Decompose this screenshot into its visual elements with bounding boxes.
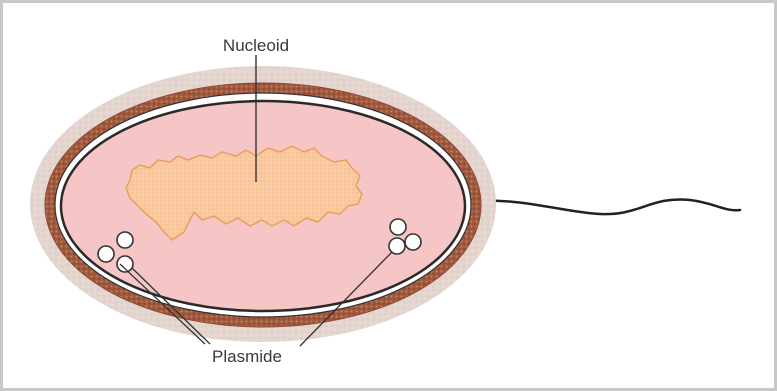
plasmid-icon — [98, 246, 114, 262]
plasmids-label: Plasmide — [212, 347, 282, 366]
nucleoid-label: Nucleoid — [223, 36, 289, 55]
plasmid-icon — [117, 232, 133, 248]
plasmid-icon — [389, 238, 405, 254]
plasmid-icon — [390, 219, 406, 235]
plasmid-icon — [117, 256, 133, 272]
flagellum — [462, 199, 740, 214]
bacterial-cell-svg: Nucleoid Plasmide — [3, 3, 774, 388]
plasmid-icon — [405, 234, 421, 250]
